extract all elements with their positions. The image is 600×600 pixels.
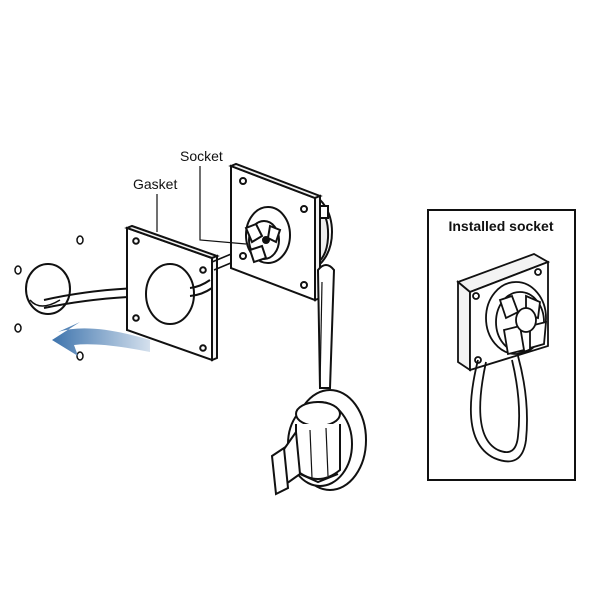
inset-tether-loop (469, 355, 528, 463)
gasket-callout: Gasket (133, 176, 177, 232)
inset-title: Installed socket (448, 218, 553, 234)
cable-through-gasket (189, 279, 213, 297)
installed-socket-inset: Installed socket (427, 209, 576, 481)
socket-label: Socket (180, 148, 223, 164)
socket-cap (270, 389, 367, 496)
gasket (124, 224, 220, 362)
insertion-arrow (52, 322, 150, 356)
tether-strap (316, 264, 336, 389)
socket-callout: Socket (180, 148, 247, 245)
gasket-label: Gasket (133, 176, 177, 192)
screw-hole-marks (14, 235, 84, 361)
wall-hole (25, 263, 71, 315)
socket-face (244, 206, 291, 264)
inset-socket-cap (485, 281, 548, 356)
